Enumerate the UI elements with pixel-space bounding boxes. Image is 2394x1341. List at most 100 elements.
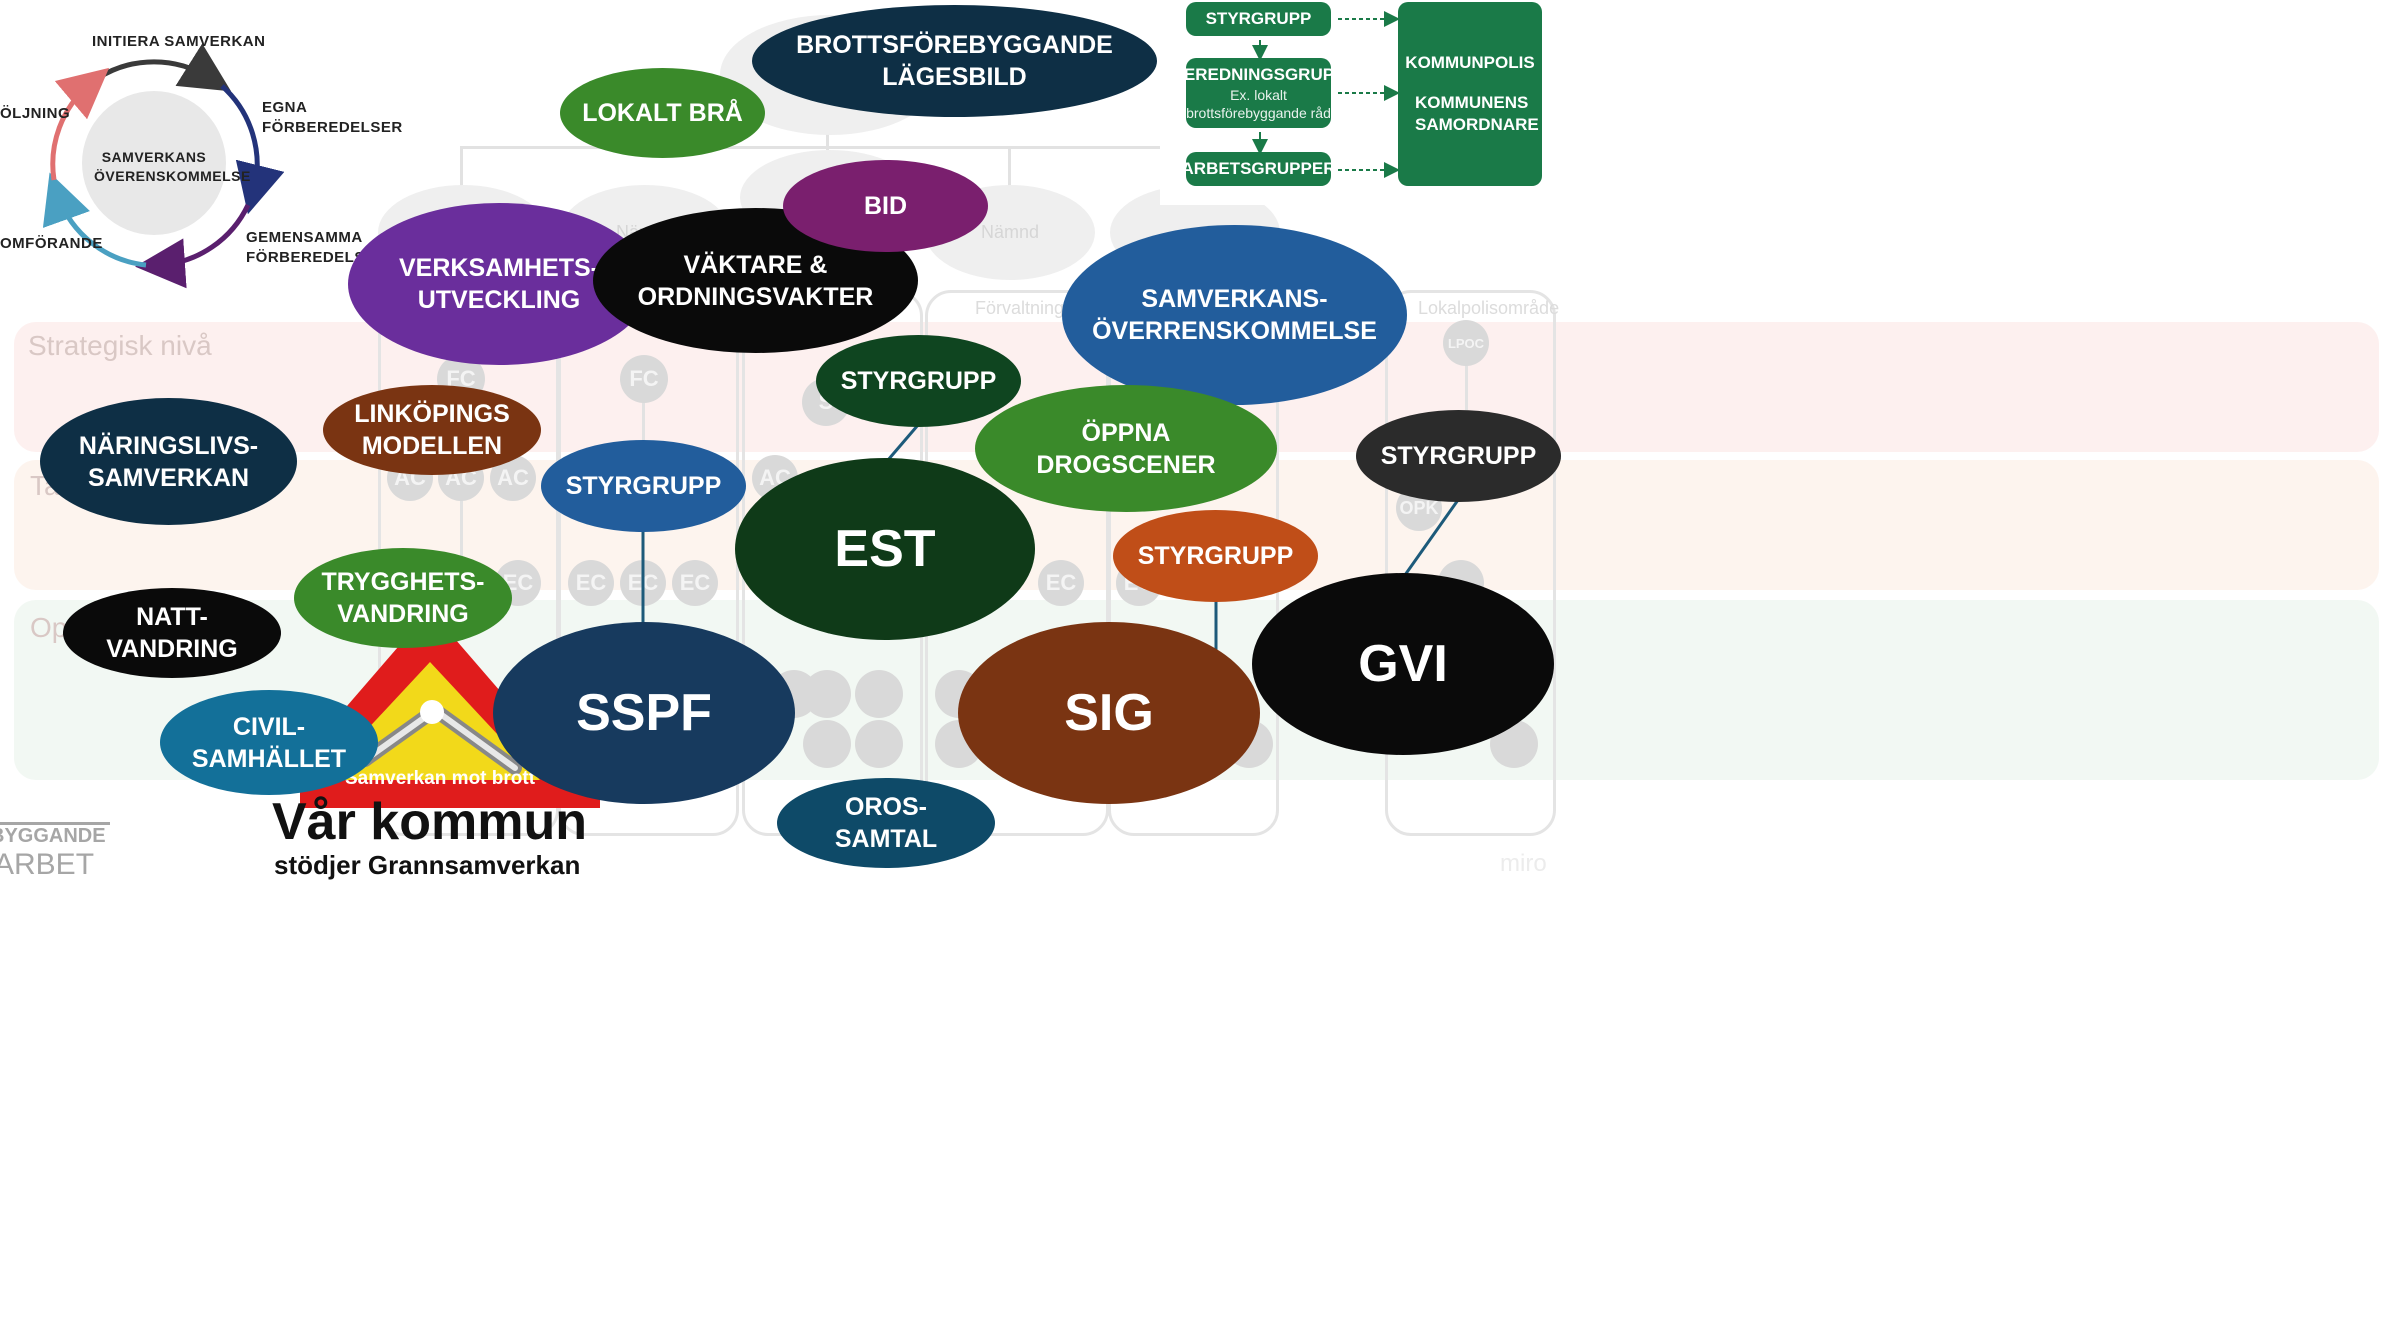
bg-node xyxy=(803,670,851,718)
cycle-step-omforande: OMFÖRANDE xyxy=(0,235,103,252)
sign-subtitle: stödjer Grannsamverkan xyxy=(274,850,581,880)
corner-logo: BYGGANDE ARBET xyxy=(0,822,110,882)
bubble-est[interactable]: EST xyxy=(735,458,1035,640)
bg-node-label: OPK xyxy=(1399,497,1439,518)
bubble-label: NATT- VANDRING xyxy=(106,601,237,665)
bubble-label-line: VERKSAMHETS- xyxy=(398,254,599,282)
sign-title: Vår kommun xyxy=(272,793,587,851)
bubble-oppna-drogscener[interactable]: ÖPPNA DROGSCENER xyxy=(975,385,1277,512)
bubble-styrgrupp-sspf[interactable]: STYRGRUPP xyxy=(541,440,746,532)
bg-namnd-label: Nämnd xyxy=(980,222,1040,242)
bubble-label-line: DROGSCENER xyxy=(1036,450,1216,479)
bubble-label-line: SAMVERKAN xyxy=(87,463,250,492)
bubble-label-line: SIG xyxy=(1064,683,1154,742)
bubble-label-line: SAMVERKANS- xyxy=(1141,285,1328,313)
bubble-label: STYRGRUPP xyxy=(1138,540,1294,572)
org-connectors xyxy=(1252,11,1400,178)
bubble-trygghetsvandring[interactable]: TRYGGHETS-VANDRING xyxy=(294,548,512,648)
corner-logo-line1: BYGGANDE xyxy=(0,825,106,847)
cycle-center-disc xyxy=(82,91,226,235)
bubble-label-line: STYRGRUPP xyxy=(840,367,997,395)
bg-node xyxy=(855,720,903,768)
bubble-sspf[interactable]: SSPF xyxy=(493,622,795,804)
bubble-label-line: LOKALT BRÅ xyxy=(582,99,743,127)
bubble-label-line: VANDRING xyxy=(106,635,238,663)
org-beredningsgrupp-label: BEREDNINGSGRUPP xyxy=(1171,64,1346,84)
bg-column-box xyxy=(1385,290,1556,836)
bg-forvaltning-label: Förvaltning xyxy=(975,298,1065,318)
bubble-civilsamhallet[interactable]: CIVIL- SAMHÄLLET xyxy=(160,690,378,795)
bubble-label: STYRGRUPP xyxy=(841,365,997,397)
watermark: miro xyxy=(1500,850,1547,877)
bg-node: FC xyxy=(620,355,668,403)
bubble-label-line: LINKÖPINGS xyxy=(354,400,510,428)
sign-caption: Samverkan mot brott xyxy=(345,768,536,789)
org-styrgrupp-label: STYRGRUPP xyxy=(1205,8,1312,28)
bubble-label: ÖPPNA DROGSCENER xyxy=(1036,417,1215,481)
bubble-label: BROTTSFÖREBYGGANDE LÄGESBILD xyxy=(796,29,1113,93)
bg-connector xyxy=(642,400,645,460)
bubble-label: BID xyxy=(864,190,907,222)
bubble-label-line: LÄGESBILD xyxy=(882,63,1027,91)
bubble-label: LOKALT BRÅ xyxy=(582,97,743,129)
bubble-label: EST xyxy=(834,516,935,583)
bubble-gvi[interactable]: GVI xyxy=(1252,573,1554,755)
bubble-brottsforebyggande-lagesbild[interactable]: BROTTSFÖREBYGGANDE LÄGESBILD xyxy=(752,5,1157,117)
bg-node xyxy=(855,670,903,718)
bubble-label-line: SSPF xyxy=(576,683,712,742)
bubble-label-line: NÄRINGSLIVS- xyxy=(78,431,259,460)
bg-node-label: EC xyxy=(1045,570,1077,595)
bubble-label-line: BROTTSFÖREBYGGANDE xyxy=(796,31,1113,59)
bubble-label-line: STYRGRUPP xyxy=(1380,442,1537,470)
bubble-label: SSPF xyxy=(576,680,712,747)
bubble-label: NÄRINGSLIVS- SAMVERKAN xyxy=(79,430,258,494)
bubble-label-line: CIVIL- xyxy=(232,712,306,741)
bubble-label: SIG xyxy=(1064,680,1154,747)
bubble-label-line: ÖPPNA xyxy=(1081,418,1171,447)
bg-node-label: EC xyxy=(679,570,711,595)
cycle-arrow-gemensamma xyxy=(135,203,251,289)
bubble-label-line: MODELLEN xyxy=(361,432,503,460)
bg-connector xyxy=(460,470,463,580)
bubble-sig[interactable]: SIG xyxy=(958,622,1260,804)
bubble-label-line: ÖVERRENSKOMMELSE xyxy=(1092,317,1377,345)
org-styrgrupp: STYRGRUPP xyxy=(1186,2,1331,36)
strategic-level-label: Strategisk nivå xyxy=(28,330,212,361)
bubble-label-line: OROS- xyxy=(845,793,927,821)
bubble-linkopings-modellen[interactable]: LINKÖPINGS MODELLEN xyxy=(323,385,541,475)
org-arbetsgrupper: ARBETSGRUPPER xyxy=(1182,152,1335,186)
bg-connector xyxy=(1465,360,1468,410)
bubble-label-line: VÄKTARE & xyxy=(683,250,828,279)
cycle-step-gemensamma: GEMENSAMMA FÖRBEREDELSER xyxy=(246,229,387,267)
bg-connector xyxy=(826,120,829,150)
bubble-orossamtal[interactable]: OROS-SAMTAL xyxy=(777,778,995,868)
bubble-label-line: SAMHÄLLET xyxy=(191,744,347,773)
bubble-bid[interactable]: BID xyxy=(783,160,988,252)
bubble-label-line: ORDNINGSVAKTER xyxy=(637,282,874,311)
cycle-arrow-initiera xyxy=(96,43,232,92)
bg-node xyxy=(803,720,851,768)
bg-node-label: EC xyxy=(575,570,607,595)
bubble-nattvandring[interactable]: NATT- VANDRING xyxy=(63,588,281,678)
bubble-label: SAMVERKANS- ÖVERRENSKOMMELSE xyxy=(1092,283,1377,347)
bubble-label: STYRGRUPP xyxy=(566,470,722,502)
bg-node-label: LPOC xyxy=(1447,335,1485,351)
bubble-label-line: STYRGRUPP xyxy=(565,472,722,500)
bubble-label-line: STYRGRUPP xyxy=(1137,542,1294,570)
bubble-label: GVI xyxy=(1358,631,1448,698)
org-samordnare-label: KOMMUNENS SAMORDNARE xyxy=(1415,92,1539,135)
bubble-naringslivssamverkan[interactable]: NÄRINGSLIVS- SAMVERKAN xyxy=(40,398,297,525)
bubble-styrgrupp-sig[interactable]: STYRGRUPP xyxy=(1113,510,1318,602)
bg-lokalpolisomrade-label: Lokalpolisområde xyxy=(1418,298,1560,318)
bubble-label: STYRGRUPP xyxy=(1381,440,1537,472)
bubble-label: CIVIL- SAMHÄLLET xyxy=(192,711,346,775)
bubble-styrgrupp-gvi[interactable]: STYRGRUPP xyxy=(1356,410,1561,502)
bubble-samverkansoverenskommelse[interactable]: SAMVERKANS- ÖVERRENSKOMMELSE xyxy=(1062,225,1407,405)
bubble-styrgrupp-est[interactable]: STYRGRUPP xyxy=(816,335,1021,427)
bubble-label-line: EST xyxy=(834,519,936,578)
cycle-diagram xyxy=(42,43,285,289)
bubble-lokalt-bra[interactable]: LOKALT BRÅ xyxy=(560,68,765,158)
bubble-label-line: NATT- xyxy=(136,603,208,631)
cycle-step-initiera: INITIERA SAMVERKAN xyxy=(92,33,266,50)
